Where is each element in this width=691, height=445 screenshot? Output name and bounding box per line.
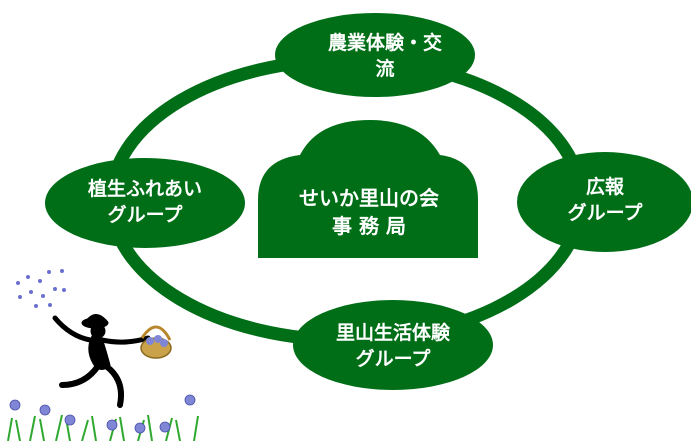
node-top-label: 農業体験・交 流 (305, 30, 465, 82)
node-top-line2: 流 (375, 58, 395, 80)
grass-and-flowers (7, 394, 199, 442)
node-bottom-shape (293, 300, 493, 390)
center-dome-shape (258, 120, 478, 258)
node-right-line1: 広報 (585, 176, 624, 198)
center-label: せいか里山の会 事 務 局 (276, 184, 462, 240)
dancing-figure (52, 314, 151, 408)
node-right-shape (517, 152, 691, 252)
node-top-shape (275, 13, 475, 97)
center-line1: せいか里山の会 (299, 186, 439, 210)
node-left-label: 植生ふれあい グループ (70, 176, 220, 228)
node-left-line1: 植生ふれあい (87, 178, 202, 200)
node-left-shape (45, 158, 245, 248)
node-top-line1: 農業体験・交 (327, 32, 442, 54)
node-bottom-line1: 里山生活体験 (335, 322, 450, 344)
node-bottom-line2: グループ (355, 348, 431, 370)
flower-basket (140, 325, 172, 359)
node-right-line2: グループ (567, 202, 643, 224)
node-right-label: 広報 グループ (550, 174, 660, 226)
node-left-line2: グループ (107, 204, 183, 226)
node-bottom-label: 里山生活体験 グループ (313, 320, 473, 372)
falling-petals (16, 269, 66, 308)
center-line2: 事 務 局 (332, 214, 406, 238)
